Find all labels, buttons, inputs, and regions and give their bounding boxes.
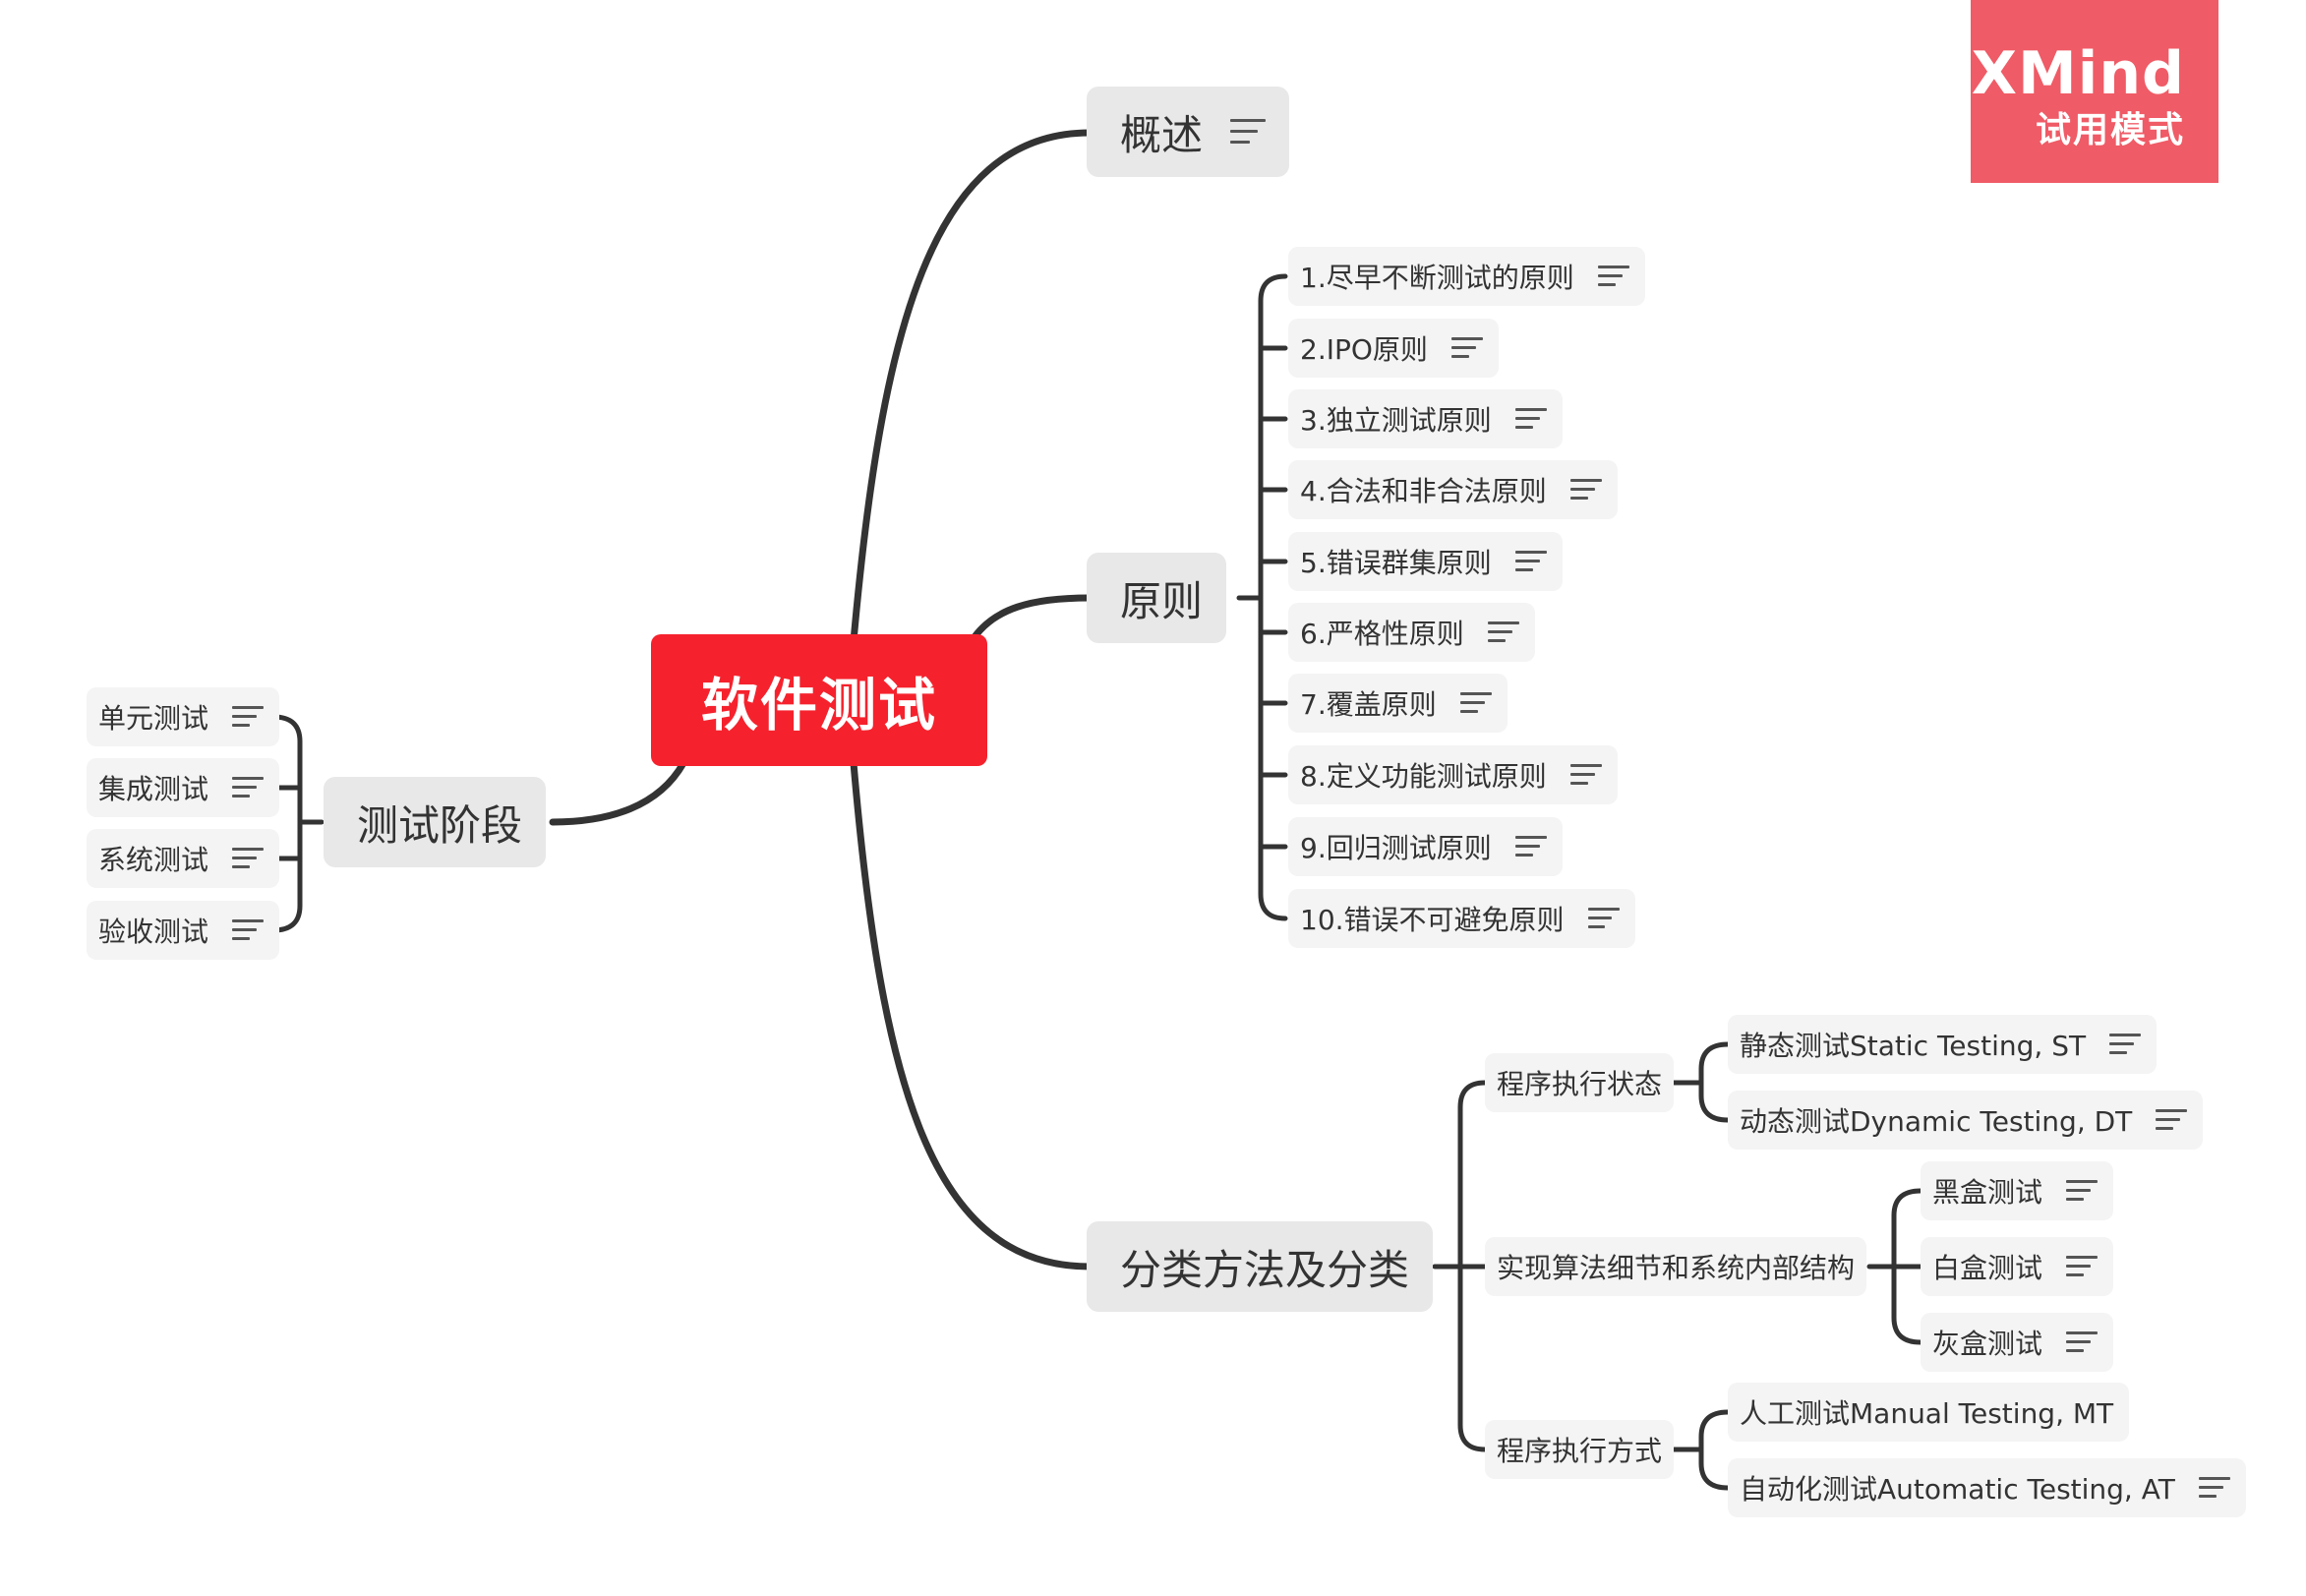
note-icon[interactable] (2198, 1476, 2230, 1500)
note-icon[interactable] (2066, 1255, 2099, 1278)
note-icon[interactable] (2156, 1108, 2188, 1132)
group-label: 程序执行状态 (1497, 1068, 1663, 1100)
group-execution-mode[interactable]: 程序执行方式 (1485, 1420, 1675, 1479)
subtopic-stage-system[interactable]: 系统测试 (87, 829, 280, 888)
connector-root-overview (850, 129, 1094, 645)
note-icon[interactable] (1459, 691, 1492, 715)
subtopic-stage-integration[interactable]: 集成测试 (87, 758, 280, 817)
group-label: 实现算法细节和系统内部结构 (1497, 1252, 1856, 1284)
note-icon[interactable] (1514, 407, 1547, 431)
subtopic-label: 5.错误群集原则 (1300, 547, 1492, 579)
note-icon[interactable] (1487, 621, 1519, 644)
subtopic-principle-5[interactable]: 5.错误群集原则 (1288, 532, 1563, 591)
note-icon[interactable] (232, 918, 265, 942)
subtopic-black-box[interactable]: 黑盒测试 (1921, 1161, 2114, 1220)
subtopic-label: 7.覆盖原则 (1300, 688, 1437, 721)
subtopic-principle-7[interactable]: 7.覆盖原则 (1288, 674, 1508, 733)
subtopic-label: 白盒测试 (1932, 1252, 2043, 1284)
topic-classification[interactable]: 分类方法及分类 (1087, 1221, 1434, 1312)
note-icon[interactable] (1230, 118, 1267, 146)
subtopic-label: 4.合法和非合法原则 (1300, 475, 1547, 507)
subtopic-label: 8.定义功能测试原则 (1300, 760, 1547, 793)
subtopic-label: 单元测试 (98, 702, 209, 735)
note-icon[interactable] (2066, 1179, 2099, 1203)
subtopic-label: 10.错误不可避免原则 (1300, 904, 1565, 936)
subtopic-principle-1[interactable]: 1.尽早不断测试的原则 (1288, 247, 1645, 306)
note-icon[interactable] (1587, 907, 1620, 930)
trial-mode-text: 试用模式 (2035, 110, 2185, 150)
subtopic-label: 自动化测试Automatic Testing, AT (1740, 1473, 2175, 1506)
subtopic-stage-unit[interactable]: 单元测试 (87, 687, 280, 746)
connector-principles-ticks (1258, 345, 1288, 850)
subtopic-label: 动态测试Dynamic Testing, DT (1740, 1105, 2133, 1138)
subtopic-label: 黑盒测试 (1932, 1176, 2043, 1209)
subtopic-label: 验收测试 (98, 916, 209, 948)
subtopic-principle-2[interactable]: 2.IPO原则 (1288, 319, 1499, 378)
connector-stages-bracket (270, 714, 303, 933)
subtopic-principle-8[interactable]: 8.定义功能测试原则 (1288, 745, 1618, 804)
subtopic-label: 人工测试Manual Testing, MT (1740, 1397, 2114, 1430)
subtopic-principle-6[interactable]: 6.严格性原则 (1288, 603, 1535, 662)
connector-root-classification (850, 759, 1094, 1271)
root-topic-label: 软件测试 (700, 672, 937, 739)
note-icon[interactable] (1597, 265, 1629, 288)
subtopic-principle-10[interactable]: 10.错误不可避免原则 (1288, 889, 1635, 948)
subtopic-label: 1.尽早不断测试的原则 (1300, 262, 1574, 294)
note-icon[interactable] (2109, 1033, 2142, 1056)
subtopic-automatic-testing[interactable]: 自动化测试Automatic Testing, AT (1728, 1458, 2246, 1517)
connector-principles-bracket (1258, 273, 1288, 921)
connector-group1-bracket (1698, 1041, 1731, 1123)
note-icon[interactable] (1569, 478, 1602, 502)
note-icon[interactable] (2066, 1330, 2099, 1354)
subtopic-dynamic-testing[interactable]: 动态测试Dynamic Testing, DT (1728, 1091, 2204, 1150)
group-execution-state[interactable]: 程序执行状态 (1485, 1053, 1675, 1112)
note-icon[interactable] (1569, 763, 1602, 787)
subtopic-white-box[interactable]: 白盒测试 (1921, 1237, 2114, 1296)
xmind-trial-watermark: XMind 试用模式 (1971, 0, 2218, 183)
subtopic-label: 3.独立测试原则 (1300, 404, 1492, 437)
xmind-logo-text: XMind (1971, 39, 2185, 108)
note-icon[interactable] (232, 705, 265, 729)
note-icon[interactable] (232, 776, 265, 799)
subtopic-label: 集成测试 (98, 773, 209, 805)
subtopic-label: 系统测试 (98, 844, 209, 876)
group-internal-structure[interactable]: 实现算法细节和系统内部结构 (1485, 1237, 1867, 1296)
subtopic-label: 6.严格性原则 (1300, 618, 1464, 650)
topic-stages-label: 测试阶段 (357, 800, 523, 850)
topic-stages[interactable]: 测试阶段 (324, 777, 547, 867)
subtopic-static-testing[interactable]: 静态测试Static Testing, ST (1728, 1015, 2158, 1074)
subtopic-principle-9[interactable]: 9.回归测试原则 (1288, 817, 1563, 876)
topic-overview-label: 概述 (1120, 110, 1204, 159)
note-icon[interactable] (1450, 336, 1483, 360)
note-icon[interactable] (1514, 550, 1547, 573)
topic-overview[interactable]: 概述 (1087, 87, 1290, 177)
connector-root-principles (968, 594, 1094, 645)
subtopic-label: 2.IPO原则 (1300, 333, 1428, 366)
subtopic-principle-3[interactable]: 3.独立测试原则 (1288, 389, 1563, 448)
topic-principles-label: 原则 (1120, 576, 1204, 625)
subtopic-gray-box[interactable]: 灰盒测试 (1921, 1313, 2114, 1372)
root-topic[interactable]: 软件测试 (651, 634, 987, 766)
subtopic-manual-testing[interactable]: 人工测试Manual Testing, MT (1728, 1383, 2130, 1442)
connector-root-stages (549, 759, 687, 826)
topic-principles[interactable]: 原则 (1087, 553, 1227, 643)
group-label: 程序执行方式 (1497, 1435, 1663, 1467)
connector-group3-bracket (1698, 1409, 1731, 1491)
subtopic-stage-acceptance[interactable]: 验收测试 (87, 901, 280, 960)
note-icon[interactable] (1514, 835, 1547, 858)
subtopic-label: 灰盒测试 (1932, 1328, 2043, 1360)
subtopic-principle-4[interactable]: 4.合法和非合法原则 (1288, 460, 1618, 519)
subtopic-label: 静态测试Static Testing, ST (1740, 1030, 2087, 1062)
subtopic-label: 9.回归测试原则 (1300, 832, 1492, 864)
note-icon[interactable] (232, 847, 265, 870)
topic-classification-label: 分类方法及分类 (1120, 1245, 1410, 1294)
